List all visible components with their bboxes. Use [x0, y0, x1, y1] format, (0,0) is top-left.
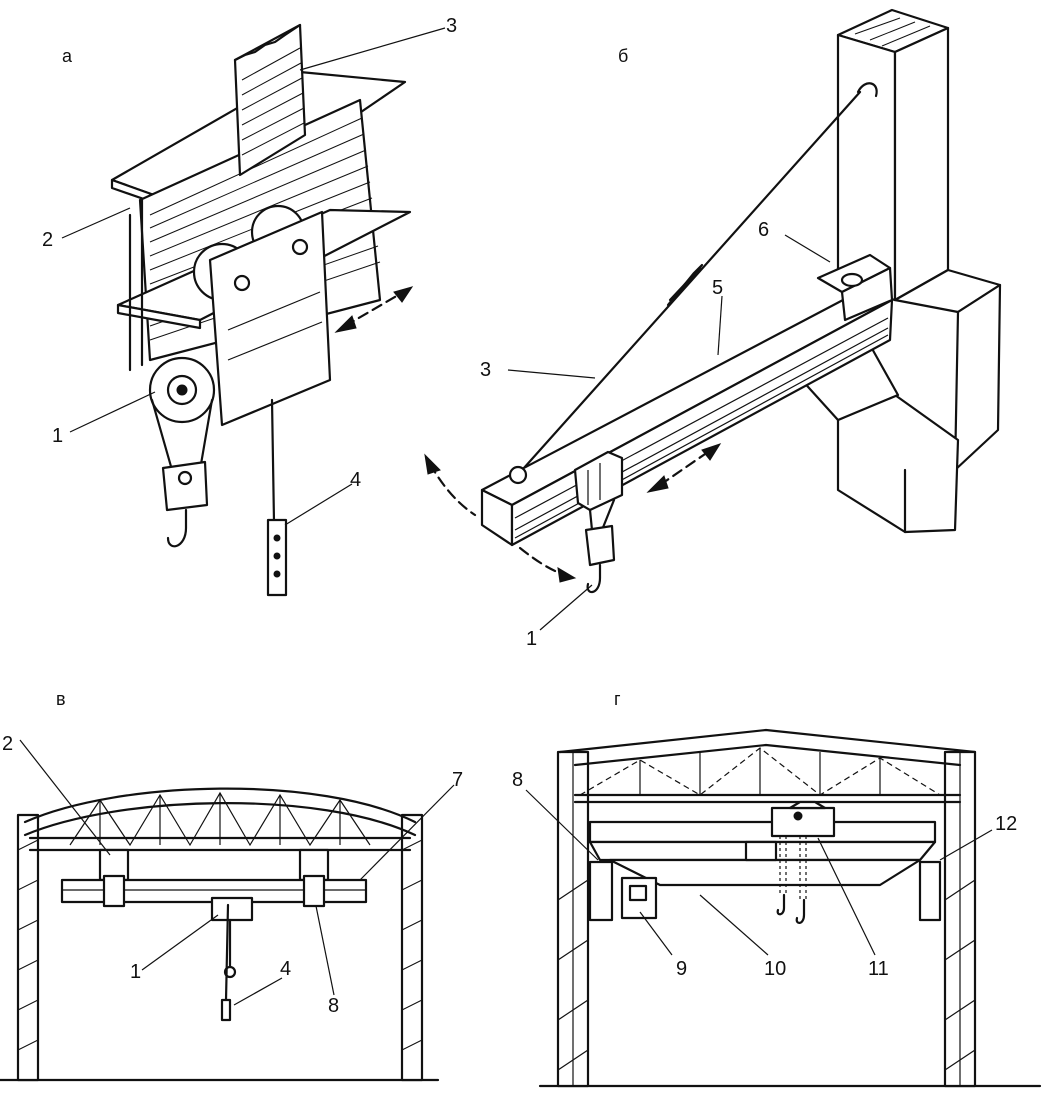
hook-block	[150, 398, 214, 548]
c-pendant	[220, 998, 232, 1022]
callout-b-6: 6	[758, 219, 769, 241]
callout-b-3: 3	[480, 359, 491, 381]
overhead-bridge	[588, 820, 942, 922]
callout-d-9: 9	[676, 958, 687, 980]
building-frame-c	[0, 787, 440, 1082]
building-frame-d	[538, 728, 1042, 1088]
bridge-girder-d	[608, 858, 922, 887]
crane-hook	[166, 508, 188, 548]
panel-d-overhead-crane: г	[512, 689, 1042, 1088]
callout-c-7: 7	[452, 769, 463, 791]
callout-b-5: 5	[712, 277, 723, 299]
operator-cab	[620, 876, 658, 920]
crane-trolley-d	[770, 800, 836, 924]
panel-a-letter: а	[62, 46, 73, 66]
callout-d-10: 10	[764, 958, 786, 980]
callout-c-4: 4	[280, 958, 291, 980]
callout-a-3: 3	[446, 15, 457, 37]
travel-arrow	[334, 286, 414, 333]
trolley-side-plate	[208, 210, 332, 427]
callout-c-8: 8	[328, 995, 339, 1017]
panel-c-letter: в	[56, 689, 66, 709]
suspended-bridge	[60, 848, 368, 1022]
jib-hoist	[573, 450, 624, 593]
pendant-control	[266, 398, 288, 597]
panel-a-monorail-hoist: а	[42, 15, 457, 597]
callout-a-4: 4	[350, 469, 361, 491]
panel-c-suspended-crane: в	[0, 689, 463, 1082]
tie-rod	[513, 82, 878, 480]
callout-d-12: 12	[995, 813, 1017, 835]
crossbeam-support	[233, 23, 307, 177]
callout-a-1: 1	[52, 425, 63, 447]
panel-b-jib-crane: б	[424, 8, 1002, 650]
callout-c-2: 2	[2, 733, 13, 755]
panel-b-letter: б	[618, 46, 628, 66]
callout-b-1: 1	[526, 628, 537, 650]
c-hoist	[210, 896, 254, 922]
jib-hook	[586, 563, 602, 593]
callout-a-2: 2	[42, 229, 53, 251]
callout-d-11: 11	[868, 958, 889, 980]
wall-eyelet	[856, 82, 878, 98]
callout-c-1: 1	[130, 961, 141, 983]
jib-motion-arrows	[424, 443, 722, 583]
panel-d-letter: г	[614, 689, 621, 709]
building-column	[798, 8, 1002, 534]
hoist-trolley	[148, 204, 332, 427]
callout-d-8: 8	[512, 769, 523, 791]
